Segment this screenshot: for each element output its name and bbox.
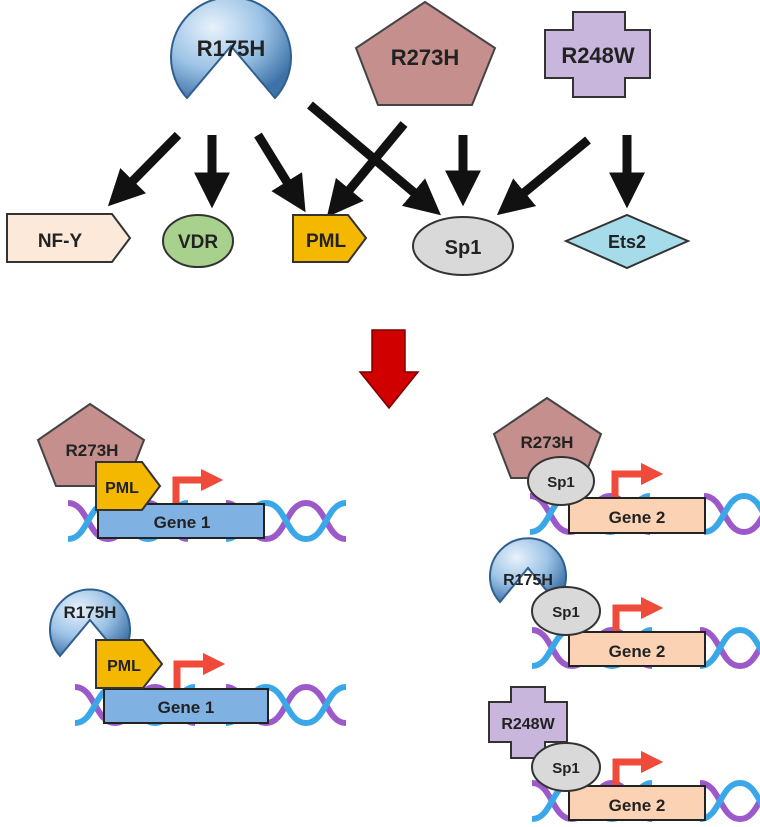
tss-arrow [612,596,664,631]
pml-label: PML [107,658,141,675]
complex-r248w-sp1-gene2: Gene 2 R248W Sp1 [488,686,760,821]
r248w-cross-shape [544,11,651,98]
tss-arrow [172,468,224,503]
gene2-box [568,631,706,667]
r273h-label: R273H [66,441,119,460]
sp1-label: Sp1 [547,474,575,491]
gene1-label: Gene 1 [154,513,211,532]
arrow-r175h-to-nfy [107,131,182,207]
vdr-label: VDR [178,232,218,253]
partner-ets2: Ets2 [563,213,691,270]
sp1-label: Sp1 [552,760,580,777]
tss-arrow [612,750,664,785]
mutant-r273h: R273H [354,0,497,106]
arrow-r248w-to-sp1 [496,136,591,216]
arrow-r175h-to-pml [254,132,306,213]
gene2-box [568,785,706,821]
r273h-label: R273H [521,433,574,452]
pml-label: PML [105,480,139,497]
r273h-pentagon-shape [354,0,497,106]
r175h-pacman-shape [489,537,567,604]
r248w-label: R248W [561,43,635,68]
tss-arrow [173,652,226,688]
result-down-arrow [358,329,420,410]
gene2-box [568,497,706,534]
pml-arrow-shape [95,639,164,689]
r175h-label: R175H [197,36,265,61]
partner-pml: PML [292,214,368,263]
nfy-label: NF-Y [38,231,83,252]
partner-nfy: NF-Y [6,213,132,263]
vdr-oval-shape [162,214,234,268]
complex-r175h-sp1-gene2: Gene 2 R175H Sp1 [489,537,760,667]
gene1-label: Gene 1 [158,698,215,717]
partner-sp1: Sp1 [412,216,514,276]
r248w-label: R248W [501,716,555,733]
complex-r273h-pml-gene1: Gene 1 R273H PML [36,402,346,539]
sp1-oval-shape [412,216,514,276]
sp1-label: Sp1 [552,604,580,621]
complex-r175h-pml-gene1: Gene 1 R175H PML [49,588,346,724]
r175h-label: R175H [64,603,117,622]
arrow-r175h-to-sp1 [307,101,442,216]
sp1-oval-shape [531,742,601,792]
ets2-label: Ets2 [608,232,646,252]
r273h-label: R273H [391,45,459,70]
complex-r273h-sp1-gene2: Gene 2 R273H Sp1 [492,396,760,534]
gene2-label: Gene 2 [609,508,666,527]
sp1-oval-shape [527,456,595,506]
sp1-oval-shape [531,586,601,636]
partner-vdr: VDR [162,214,234,268]
ets2-diamond-shape [563,213,691,270]
pml-label: PML [306,231,347,252]
r175h-label: R175H [503,572,553,589]
tss-arrow [611,462,664,497]
mutant-r248w: R248W [544,11,651,98]
gene2-label: Gene 2 [609,642,666,661]
sp1-label: Sp1 [445,237,482,259]
mutant-r175h: R175H [170,0,292,100]
nfy-arrow-shape [6,213,132,263]
arrow-r273h-to-pml [326,121,408,218]
interaction-arrows [107,101,645,218]
pml-arrow-shape [95,461,162,511]
r175h-pacman-shape [170,0,292,100]
pml-arrow-shape [292,214,368,263]
gene1-box [103,688,269,724]
gene2-label: Gene 2 [609,796,666,815]
